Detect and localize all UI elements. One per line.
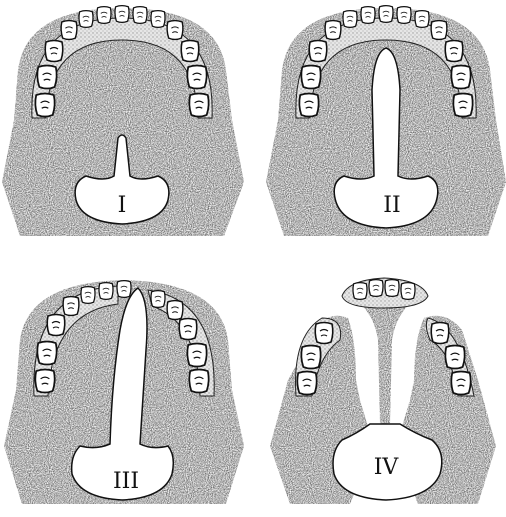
premaxilla-stalk xyxy=(356,298,414,424)
panel-iii: III xyxy=(4,280,244,504)
panel-label: II xyxy=(383,193,400,218)
panel-iv: IV xyxy=(270,278,496,504)
panel-i: I xyxy=(2,6,244,236)
panel-ii: II xyxy=(266,6,506,236)
panel-label: I xyxy=(118,193,127,218)
panel-label: III xyxy=(113,469,139,494)
panel-label: IV xyxy=(374,455,400,480)
